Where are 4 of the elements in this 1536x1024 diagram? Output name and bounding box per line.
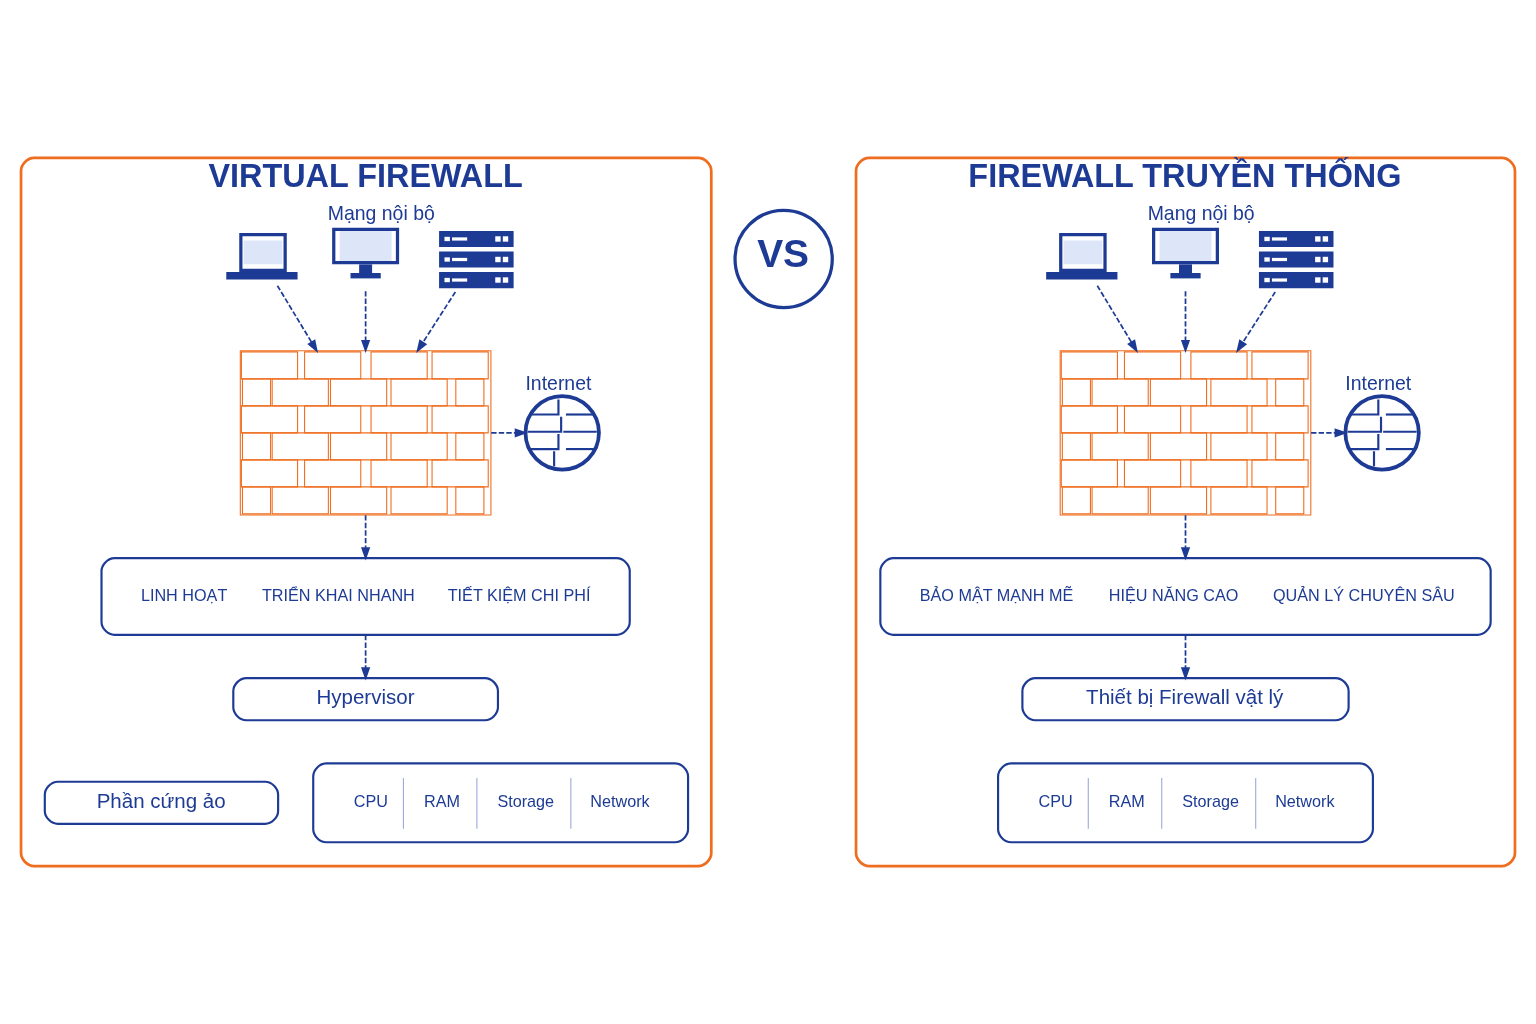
node-label: Internet <box>1345 372 1412 395</box>
node-label: Internet <box>525 372 592 395</box>
node-label: Mạng nội bộ <box>1147 201 1255 224</box>
node-label: Mạng nội bộ <box>327 201 435 224</box>
